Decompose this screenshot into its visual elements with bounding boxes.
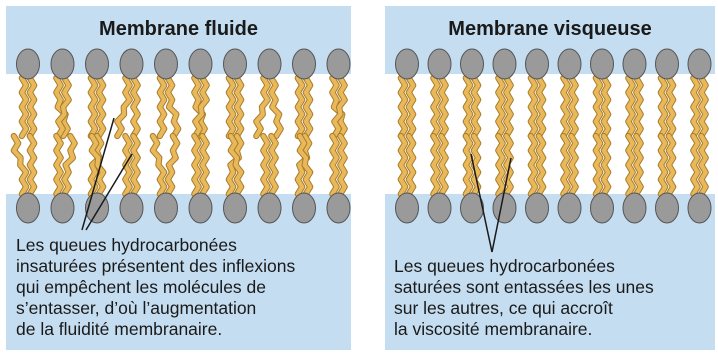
phospholipid-head <box>526 193 549 223</box>
phospholipid-head <box>428 49 451 79</box>
caption-line: Les queues hydrocarbonées <box>394 256 654 277</box>
phospholipid-head <box>688 49 711 79</box>
phospholipid-head <box>224 49 247 79</box>
caption-line: Les queues hydrocarbonées <box>16 235 295 256</box>
phospholipid-head <box>293 49 316 79</box>
viscous-membrane-title: Membrane visqueuse <box>385 18 715 41</box>
caption-line: s’entasser, d’où l’augmentation <box>16 298 295 319</box>
phospholipid-head <box>623 193 646 223</box>
phospholipid-head <box>155 49 178 79</box>
phospholipid-head <box>17 193 40 223</box>
phospholipid-head <box>591 193 614 223</box>
phospholipid-head <box>688 193 711 223</box>
phospholipid-head <box>51 49 74 79</box>
phospholipid-head <box>17 49 40 79</box>
phospholipid-head <box>656 193 679 223</box>
phospholipid-head <box>558 49 581 79</box>
phospholipid-head <box>189 193 212 223</box>
phospholipid-head <box>120 193 143 223</box>
phospholipid-head <box>258 193 281 223</box>
phospholipid-head <box>493 49 516 79</box>
viscous-membrane-panel: Membrane visqueuse Les queues hydrocarbo… <box>385 6 715 350</box>
phospholipid-head <box>591 49 614 79</box>
caption-line: sur les autres, ce qui accroît <box>394 298 654 319</box>
phospholipid-head <box>224 193 247 223</box>
phospholipid-head <box>526 49 549 79</box>
phospholipid-head <box>189 49 212 79</box>
caption-line: insaturées présentent des inflexions <box>16 256 295 277</box>
fluid-membrane-title: Membrane fluide <box>6 18 351 41</box>
phospholipid-head <box>396 49 419 79</box>
fluid-membrane-caption: Les queues hydrocarbonées insaturées pré… <box>16 235 295 340</box>
phospholipid-head <box>327 49 350 79</box>
phospholipid-head <box>461 49 484 79</box>
phospholipid-head <box>428 193 451 223</box>
phospholipid-head <box>656 49 679 79</box>
phospholipid-head <box>396 193 419 223</box>
phospholipid-head <box>155 193 178 223</box>
phospholipid-head <box>493 193 516 223</box>
caption-line: la viscosité membranaire. <box>394 319 654 340</box>
viscous-membrane-caption: Les queues hydrocarbonées saturées sont … <box>394 256 654 340</box>
caption-line: de la fluidité membranaire. <box>16 319 295 340</box>
caption-line: qui empêchent les molécules de <box>16 277 295 298</box>
caption-line: saturées sont entassées les unes <box>394 277 654 298</box>
phospholipid-head <box>51 193 74 223</box>
phospholipid-head <box>120 49 143 79</box>
phospholipid-head <box>258 49 281 79</box>
fluid-membrane-panel: Membrane fluide Les queues hydrocarbonée… <box>6 6 351 350</box>
phospholipid-head <box>558 193 581 223</box>
phospholipid-head <box>327 193 350 223</box>
phospholipid-head <box>623 49 646 79</box>
phospholipid-head <box>293 193 316 223</box>
phospholipid-head <box>86 49 109 79</box>
